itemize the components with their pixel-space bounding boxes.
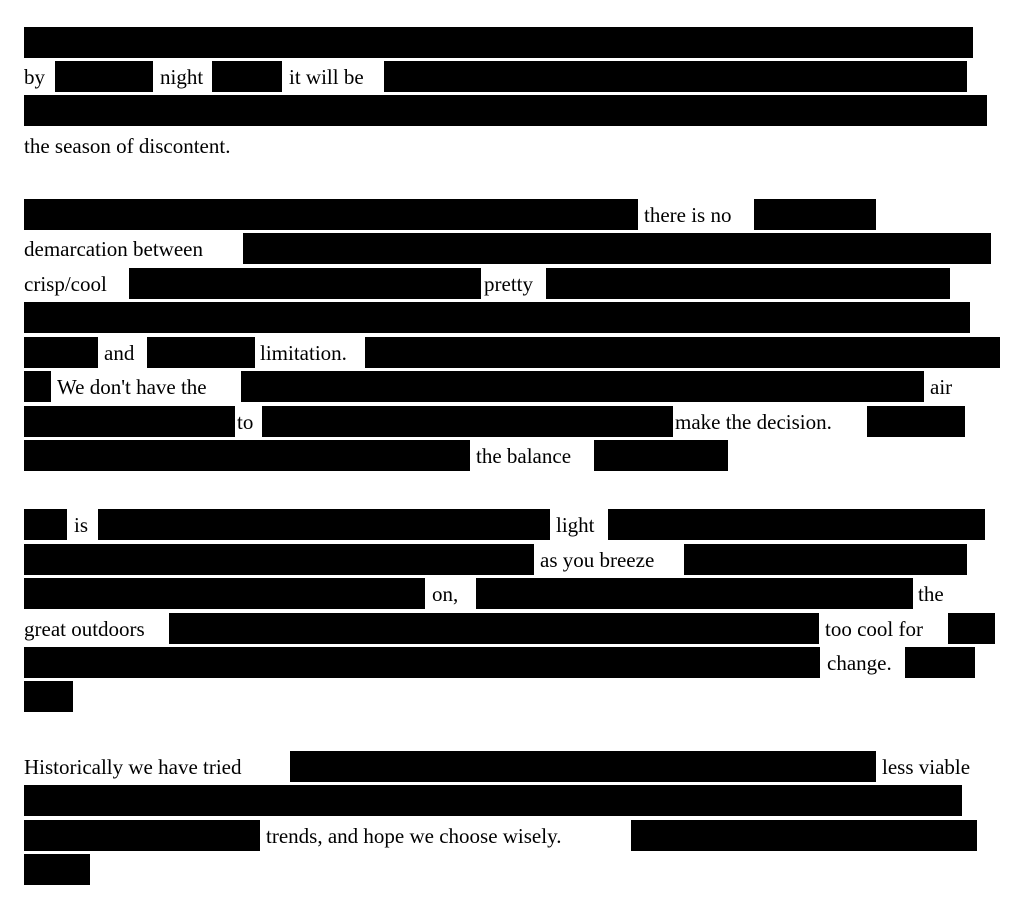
visible-word: and: [104, 341, 135, 365]
visible-word: the balance: [476, 444, 572, 468]
visible-word: great outdoors: [24, 617, 145, 641]
poem-line: by night it will be: [0, 61, 1024, 92]
poem-line: the season of discontent.: [0, 130, 1024, 161]
redaction-bar: [594, 440, 728, 471]
redaction-bar: [24, 440, 470, 471]
poem-line: [0, 785, 1024, 816]
poem-line: trends, and hope we choose wisely.: [0, 820, 1024, 851]
redaction-bar: [24, 509, 67, 540]
redaction-bar: [169, 613, 819, 644]
redaction-bar: [24, 95, 987, 126]
redaction-bar: [24, 406, 235, 437]
visible-word: it will be: [289, 65, 364, 89]
redaction-bar: [24, 785, 962, 816]
visible-word: We don't have the: [57, 375, 207, 399]
poem-line: demarcation between: [0, 233, 1024, 264]
redaction-bar: [754, 199, 876, 230]
poem-line: [0, 27, 1024, 58]
redaction-bar: [476, 578, 913, 609]
poem-line: change.: [0, 647, 1024, 678]
visible-word: on,: [432, 582, 459, 606]
redaction-bar: [24, 337, 98, 368]
redaction-bar: [365, 337, 1000, 368]
redaction-bar: [631, 820, 977, 851]
redaction-bar: [243, 233, 991, 264]
visible-word: make the decision.: [675, 410, 832, 434]
visible-word: light: [556, 513, 595, 537]
redaction-bar: [24, 27, 973, 58]
redaction-bar: [24, 647, 820, 678]
redaction-bar: [24, 544, 534, 575]
redaction-bar: [867, 406, 965, 437]
visible-word: the: [918, 582, 944, 606]
redaction-bar: [290, 751, 876, 782]
redaction-bar: [24, 371, 51, 402]
poem-line: to make the decision.: [0, 406, 1024, 437]
visible-word: too cool for: [825, 617, 923, 641]
visible-word: air: [930, 375, 953, 399]
redaction-bar: [98, 509, 550, 540]
redaction-bar: [905, 647, 975, 678]
redaction-bar: [948, 613, 995, 644]
visible-word: is: [74, 513, 89, 537]
redaction-bar: [24, 578, 425, 609]
visible-word: there is no: [644, 203, 732, 227]
visible-word: limitation.: [260, 341, 347, 365]
redaction-bar: [55, 61, 153, 92]
poem-line: great outdoors too cool for: [0, 613, 1024, 644]
visible-word: change.: [827, 651, 892, 675]
visible-word: crisp/cool: [24, 272, 107, 296]
redaction-bar: [384, 61, 967, 92]
visible-word: less viable: [882, 755, 971, 779]
visible-word: demarcation between: [24, 237, 203, 261]
visible-word: pretty: [484, 272, 533, 296]
poem-line: [0, 681, 1024, 712]
redaction-bar: [147, 337, 255, 368]
redaction-bar: [24, 820, 260, 851]
visible-word: as you breeze: [540, 548, 655, 572]
visible-word: by: [24, 65, 45, 89]
poem-line: We don't have the air: [0, 371, 1024, 402]
redaction-bar: [608, 509, 985, 540]
visible-word: night: [160, 65, 204, 89]
poem-line: [0, 95, 1024, 126]
redaction-bar: [24, 199, 638, 230]
poem-line: on, the: [0, 578, 1024, 609]
visible-word: Historically we have tried: [24, 755, 242, 779]
poem-line: [0, 854, 1024, 885]
redaction-bar: [24, 302, 970, 333]
redaction-bar: [24, 854, 90, 885]
visible-word: trends, and hope we choose wisely.: [266, 824, 562, 848]
visible-word: the season of discontent.: [24, 134, 231, 158]
redaction-bar: [262, 406, 673, 437]
redaction-bar: [24, 681, 73, 712]
redaction-bar: [212, 61, 282, 92]
poem-line: is light: [0, 509, 1024, 540]
redaction-bar: [684, 544, 967, 575]
poem-line: Historically we have tried less viable: [0, 751, 1024, 782]
poem-line: as you breeze: [0, 544, 1024, 575]
redaction-bar: [546, 268, 950, 299]
poem-line: crisp/cool pretty: [0, 268, 1024, 299]
poem-line: there is no: [0, 199, 1024, 230]
redaction-bar: [241, 371, 924, 402]
visible-word: to: [237, 410, 254, 434]
poem-line: [0, 302, 1024, 333]
redaction-bar: [129, 268, 481, 299]
poem-line: the balance: [0, 440, 1024, 471]
poem-line: and limitation.: [0, 337, 1024, 368]
